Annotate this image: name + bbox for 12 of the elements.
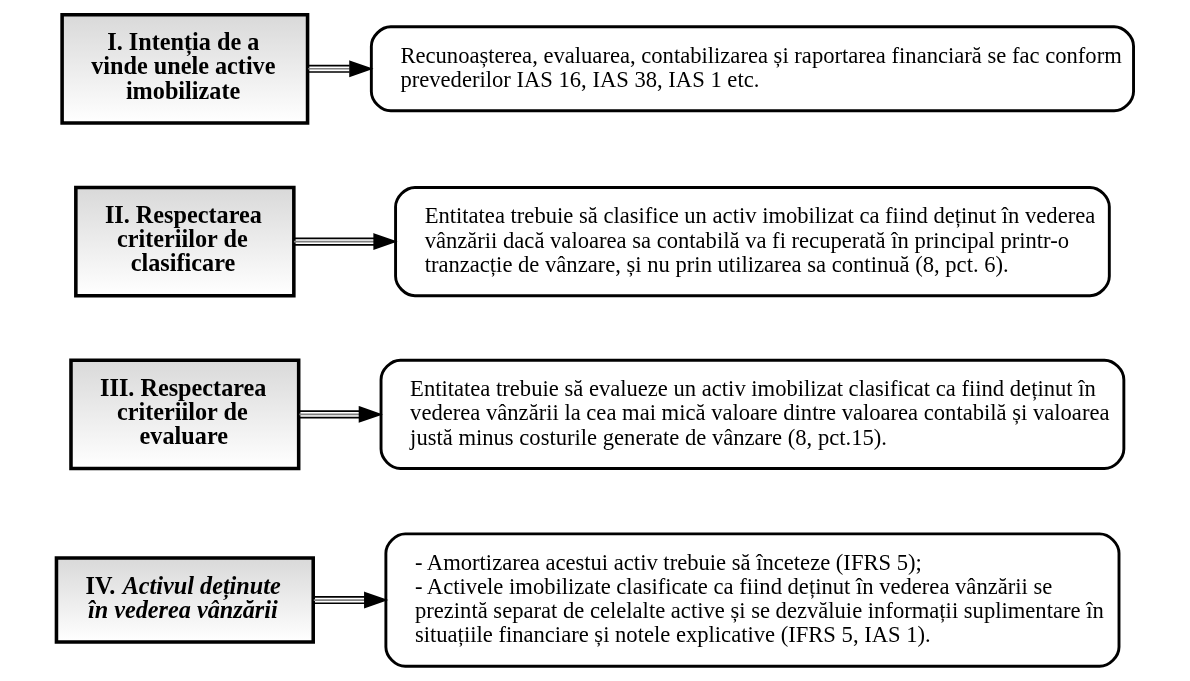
- node-box: IV. Activul deținute în vederea vânzării: [54, 556, 315, 644]
- arrow: [293, 233, 398, 251]
- node-box: II. Respectarea criteriilor de clasificare: [74, 185, 296, 298]
- arrow: [298, 405, 383, 423]
- node-box: Entitatea trebuie să evalueze un activ imobilizat clasificat ca fiind deținut în vederea vânzării la cea mai mică valoare dintre valoarea contabilă și valoarea justă minus costurile generate de vânzare (8, pct.15).: [379, 358, 1126, 470]
- node-box: III. Respectarea criteriilor de evaluare: [69, 358, 301, 471]
- arrow: [307, 60, 374, 78]
- arrow: [313, 591, 389, 609]
- node-box: I. Intenția de a vinde unele active imobilizate: [60, 12, 310, 125]
- node-box: Recunoașterea, evaluarea, contabilizarea și raportarea financiară se fac conform prevederilor IAS 16, IAS 38, IAS 1 etc.: [369, 25, 1135, 113]
- node-box: - Amortizarea acestui activ trebuie să înceteze (IFRS 5); - Activele imobilizate clasificate ca fiind deținut în vederea vânzării se prezintă separat de celelalte active și se dezvăluie informații suplimentare în situațiile financiare și notele explicative (IFRS 5, IAS 1).: [384, 532, 1121, 668]
- node-box: Entitatea trebuie să clasifice un activ imobilizat ca fiind deținut în vederea vânzării dacă valoarea sa contabilă va fi recuperată în principal printr-o tranzacție de vânzare, și nu prin utilizarea sa continuă (8, pct. 6).: [394, 186, 1111, 298]
